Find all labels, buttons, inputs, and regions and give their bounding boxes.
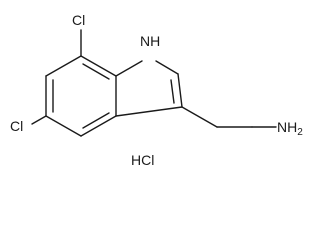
benzene-ring bbox=[45, 55, 117, 137]
chemical-structure-diagram: Cl NH Cl NH2 HCl bbox=[10, 12, 303, 168]
bond-c6-c7 bbox=[45, 55, 82, 77]
bond-c3-c3a bbox=[115, 106, 183, 117]
chlorine-top-label: Cl bbox=[72, 12, 85, 28]
bond-c5-cl bbox=[31, 115, 47, 125]
double-bond-c2-c3 bbox=[170, 79, 175, 104]
amine-nh-part: NH bbox=[277, 119, 297, 135]
bond-c4-c5 bbox=[45, 115, 82, 137]
amine-subscript-2: 2 bbox=[297, 127, 303, 138]
indole-nh-label: NH bbox=[140, 33, 160, 49]
double-bond-c7-c7a bbox=[82, 63, 110, 80]
bond-n1-c2 bbox=[155, 60, 179, 75]
pyrrole-ring bbox=[115, 60, 183, 117]
bond-c3a-c4 bbox=[80, 115, 117, 137]
bond-c7-c7a bbox=[80, 55, 117, 77]
ethylamine-chain bbox=[181, 106, 277, 128]
hydrochloride-salt-label: HCl bbox=[131, 152, 154, 168]
bond-c2-c3 bbox=[177, 73, 183, 108]
chlorine-left-label: Cl bbox=[10, 118, 23, 134]
bond-c7a-n1 bbox=[115, 60, 143, 77]
bond-c3-ca bbox=[181, 106, 218, 128]
amine-nh2-label: NH2 bbox=[277, 119, 303, 138]
double-bond-c4-c3a bbox=[82, 112, 110, 129]
